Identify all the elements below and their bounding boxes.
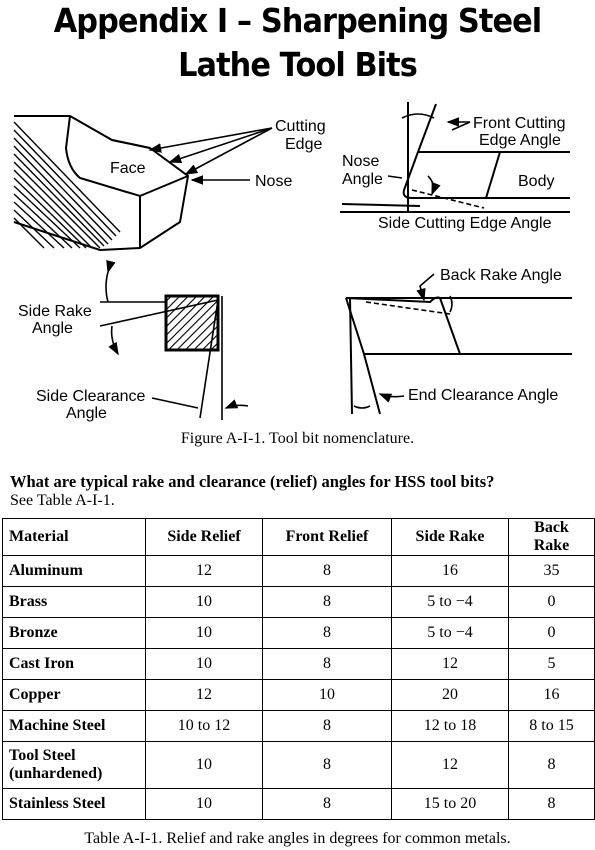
material-cell: Aluminum: [2, 555, 146, 587]
front-cutting-label-2: Edge Angle: [479, 132, 561, 149]
side-rake-cell: 16: [391, 555, 509, 587]
material-cell: Machine Steel: [2, 710, 146, 742]
back-rake-cell: 8: [508, 788, 595, 820]
side-relief-cell: 10: [145, 586, 263, 618]
side-relief-cell: 10: [145, 741, 263, 789]
tool-bit-nomenclature-figure: Cutting Edge Face Nose Front Cutting Edg…: [13, 102, 572, 422]
table-row: Copper 12 10 20 16: [2, 679, 595, 711]
question-heading: What are typical rake and clearance (rel…: [10, 472, 495, 491]
tool-bit-3d-drawing: [13, 115, 190, 252]
front-relief-cell: 8: [262, 586, 392, 618]
figure-caption: Figure A-I-1. Tool bit nomenclature.: [180, 430, 415, 447]
header-material: Material: [2, 518, 146, 556]
table-row: Bronze 10 8 5 to −4 0: [2, 617, 595, 649]
tool-plan-view-drawing: [340, 102, 570, 213]
front-relief-cell: 8: [262, 741, 392, 789]
back-rake-cell: 0: [508, 617, 595, 649]
table-row: Stainless Steel 10 8 15 to 20 8: [2, 788, 595, 820]
side-relief-cell: 12: [145, 679, 263, 711]
table-header-row: Material Side Relief Front Relief Side R…: [2, 518, 595, 556]
side-rake-cell: 20: [391, 679, 509, 711]
side-rake-cell: 12: [391, 648, 509, 680]
material-cell: Copper: [2, 679, 146, 711]
front-relief-cell: 8: [262, 555, 392, 587]
side-rake-cell: 15 to 20: [391, 788, 509, 820]
side-relief-cell: 10: [145, 617, 263, 649]
header-side-relief: Side Relief: [145, 518, 263, 556]
header-front-relief: Front Relief: [262, 518, 392, 556]
front-relief-cell: 8: [262, 648, 392, 680]
material-cell: Bronze: [2, 617, 146, 649]
side-relief-cell: 12: [145, 555, 263, 587]
nose-angle-label-2: Angle: [342, 171, 383, 188]
side-clearance-label-1: Side Clearance: [36, 388, 146, 405]
nose-angle-label-1: Nose: [342, 153, 379, 170]
side-rake-cell: 5 to −4: [391, 617, 509, 649]
material-cell: Tool Steel (unhardened): [2, 741, 146, 789]
side-clearance-label-2: Angle: [66, 405, 107, 422]
front-relief-cell: 8: [262, 617, 392, 649]
front-relief-cell: 8: [262, 788, 392, 820]
front-cutting-label-1: Front Cutting: [473, 115, 565, 132]
nose-label: Nose: [255, 173, 292, 190]
side-relief-cell: 10: [145, 648, 263, 680]
material-line-1: Tool Steel: [9, 747, 76, 764]
back-rake-cell: 8 to 15: [508, 710, 595, 742]
header-side-rake: Side Rake: [391, 518, 509, 556]
table-row: Brass 10 8 5 to −4 0: [2, 586, 595, 618]
see-table-note: See Table A-I-1.: [10, 492, 115, 509]
table-caption: Table A-I-1. Relief and rake angles in d…: [84, 830, 511, 847]
back-rake-cell: 5: [508, 648, 595, 680]
cutting-edge-label-1: Cutting: [275, 118, 326, 135]
material-line-2: (unhardened): [9, 765, 103, 782]
side-cutting-edge-angle-label: Side Cutting Edge Angle: [378, 215, 552, 232]
side-rake-drawing: [99, 259, 249, 420]
back-rake-cell: 35: [508, 555, 595, 587]
cutting-edge-label-2: Edge: [285, 136, 322, 153]
material-cell: Stainless Steel: [2, 788, 146, 820]
back-rake-angle-label: Back Rake Angle: [440, 267, 562, 284]
material-cell: Cast Iron: [2, 648, 146, 680]
back-rake-cell: 16: [508, 679, 595, 711]
side-relief-cell: 10 to 12: [145, 710, 263, 742]
table-row: Cast Iron 10 8 12 5: [2, 648, 595, 680]
rake-relief-angles-table: Material Side Relief Front Relief Side R…: [2, 518, 595, 820]
side-rake-cell: 12 to 18: [391, 710, 509, 742]
table-row: Aluminum 12 8 16 35: [2, 555, 595, 587]
back-rake-cell: 0: [508, 586, 595, 618]
side-rake-cell: 12: [391, 741, 509, 789]
body-label: Body: [518, 173, 554, 190]
page-title: Appendix I – Sharpening Steel: [53, 1, 542, 40]
table-row: Machine Steel 10 to 12 8 12 to 18 8 to 1…: [2, 710, 595, 742]
back-rake-cell: 8: [508, 741, 595, 789]
material-cell: Brass: [2, 586, 146, 618]
page-subtitle: Lathe Tool Bits: [178, 45, 418, 84]
header-back-rake: Back Rake: [508, 518, 595, 556]
side-relief-cell: 10: [145, 788, 263, 820]
end-clearance-angle-label: End Clearance Angle: [408, 387, 558, 404]
side-rake-cell: 5 to −4: [391, 586, 509, 618]
front-relief-cell: 8: [262, 710, 392, 742]
front-relief-cell: 10: [262, 679, 392, 711]
back-rake-drawing: [345, 296, 572, 415]
side-rake-label-2: Angle: [32, 320, 73, 337]
side-rake-label-1: Side Rake: [18, 303, 92, 320]
face-label: Face: [110, 160, 146, 177]
table-row: Tool Steel (unhardened) 10 8 12 8: [2, 741, 595, 789]
